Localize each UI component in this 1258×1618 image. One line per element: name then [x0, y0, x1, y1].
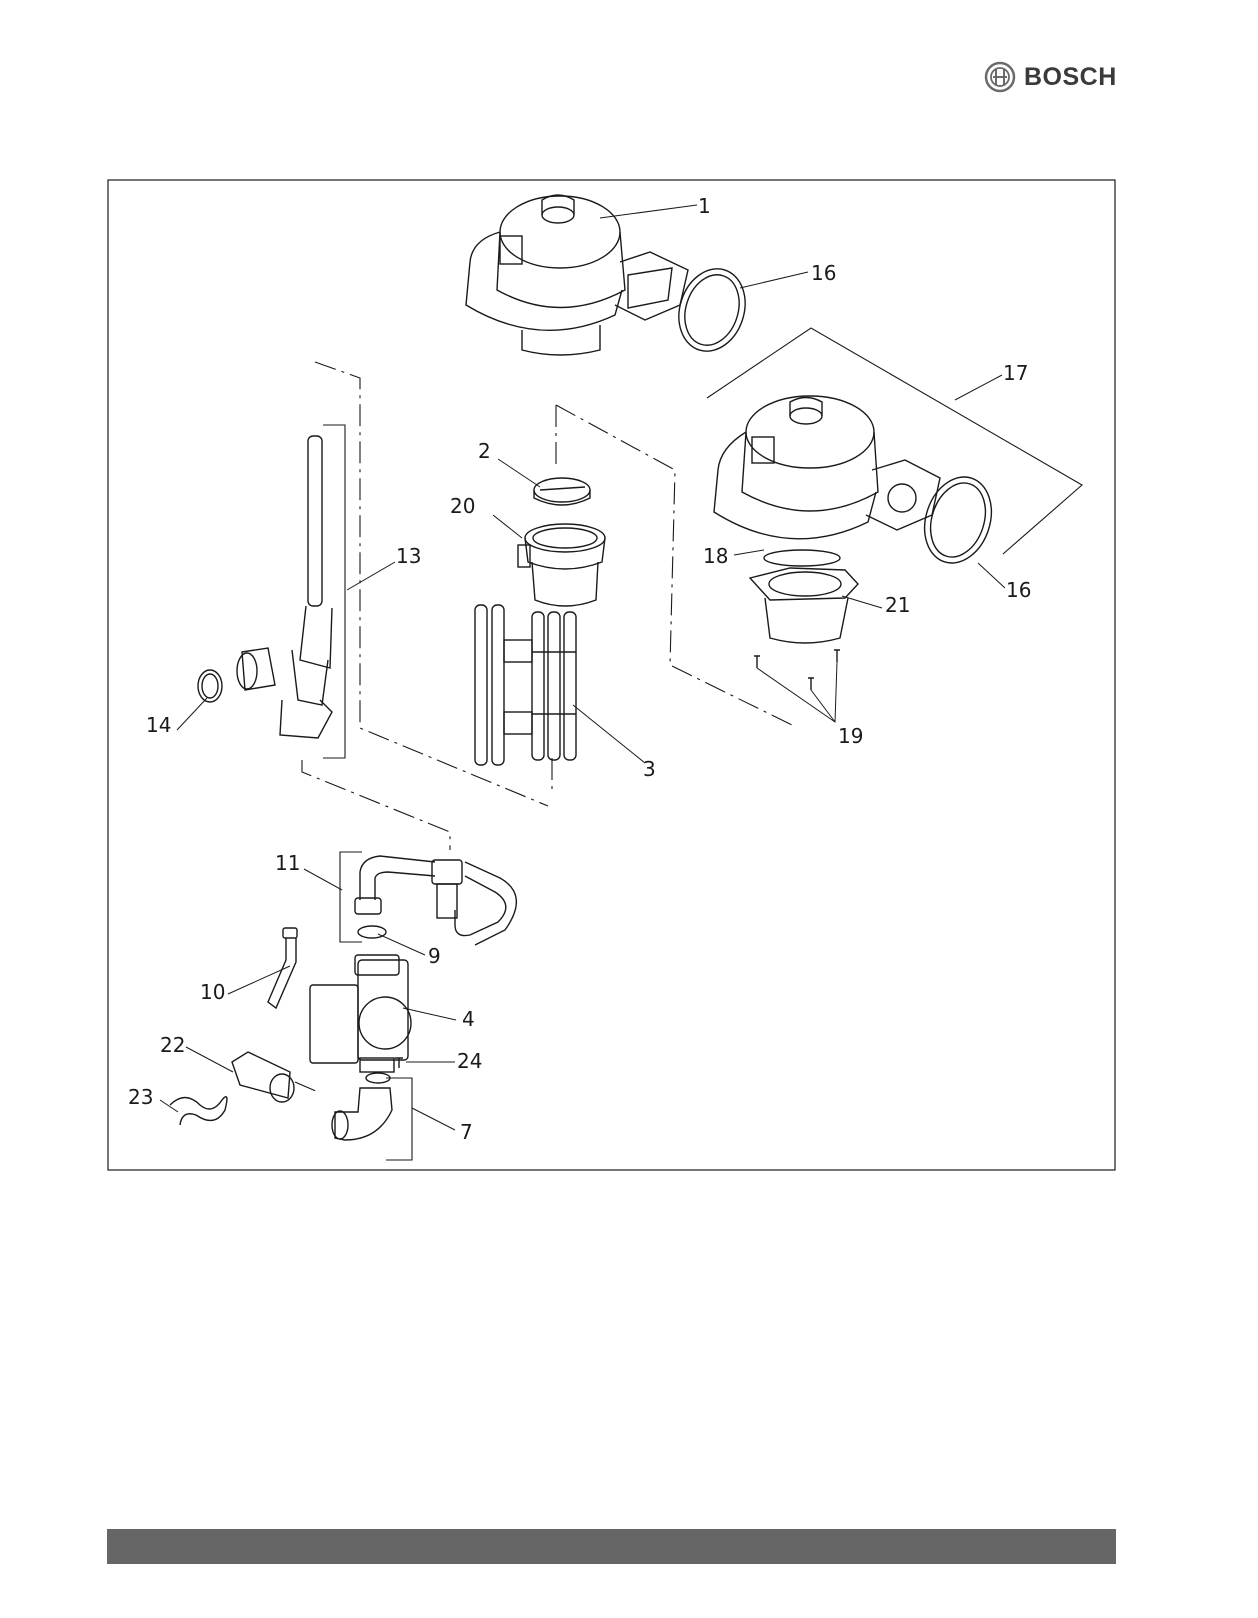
callout-numbers: 1 16 17 2 20 13 18 16 21 14 19 3 11 9 10… [128, 194, 1031, 1144]
part-gas-pipe [355, 856, 516, 945]
part-fan-blower [466, 195, 688, 355]
callout-label: 22 [160, 1033, 185, 1057]
part-burner-cap [534, 478, 590, 505]
callout-label: 16 [1006, 578, 1031, 602]
part-elbow-fitting [332, 1073, 392, 1140]
part-screws [754, 650, 840, 690]
part-burner-tubes [475, 605, 576, 765]
callout-label: 19 [838, 724, 863, 748]
part-burner-head [518, 524, 605, 606]
callout-label: 2 [478, 439, 491, 463]
part-gasket-ring [669, 260, 756, 360]
callout-label: 17 [1003, 361, 1028, 385]
callout-label: 24 [457, 1049, 482, 1073]
leader-lines [160, 205, 1005, 1130]
callout-label: 20 [450, 494, 475, 518]
callout-label: 16 [811, 261, 836, 285]
part-fan-kit [714, 396, 940, 539]
callout-label: 10 [200, 980, 225, 1004]
callout-label: 11 [275, 851, 300, 875]
callout-label: 13 [396, 544, 421, 568]
callout-label: 4 [462, 1007, 475, 1031]
callout-label: 3 [643, 757, 656, 781]
callout-brackets [323, 328, 1082, 1160]
part-gasket-ring [914, 468, 1002, 571]
callout-label: 1 [698, 194, 711, 218]
part-ignition-electrode [280, 436, 332, 738]
part-filter-adaptor [232, 1052, 294, 1102]
diagram-frame [108, 180, 1115, 1170]
callout-label: 23 [128, 1085, 153, 1109]
part-retaining-clip [170, 1097, 227, 1125]
part-o-ring [764, 550, 840, 566]
part-test-nipple [268, 928, 297, 1008]
callout-label: 7 [460, 1120, 473, 1144]
callout-label: 14 [146, 713, 171, 737]
part-venturi [750, 568, 858, 643]
footer-bar [107, 1529, 1116, 1564]
callout-label: 9 [428, 944, 441, 968]
callout-label: 18 [703, 544, 728, 568]
part-sight-glass [198, 648, 275, 702]
callout-label: 21 [885, 593, 910, 617]
part-gas-valve [310, 955, 411, 1072]
